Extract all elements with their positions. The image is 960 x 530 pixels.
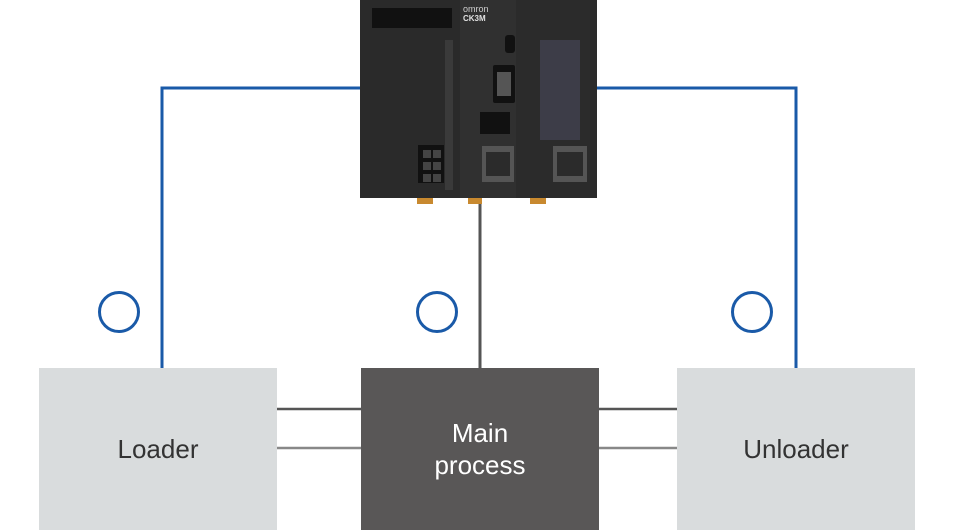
unloader-link-line	[597, 86, 798, 368]
loader-ok-circle-icon	[98, 291, 140, 333]
unloader-ok-circle-icon	[731, 291, 773, 333]
main-ok-circle-icon	[416, 291, 458, 333]
main-process-label: Main process	[434, 418, 526, 480]
controller-device: omron CK3M	[360, 0, 597, 204]
device-model: CK3M	[463, 14, 486, 23]
main-process-box: Main process	[361, 368, 599, 530]
loader-label: Loader	[117, 434, 199, 464]
unloader-box: Unloader	[677, 368, 915, 530]
loader-box: Loader	[39, 368, 277, 530]
unloader-label: Unloader	[743, 434, 849, 464]
loader-link-line	[160, 86, 360, 368]
device-brand: omron	[463, 4, 489, 14]
